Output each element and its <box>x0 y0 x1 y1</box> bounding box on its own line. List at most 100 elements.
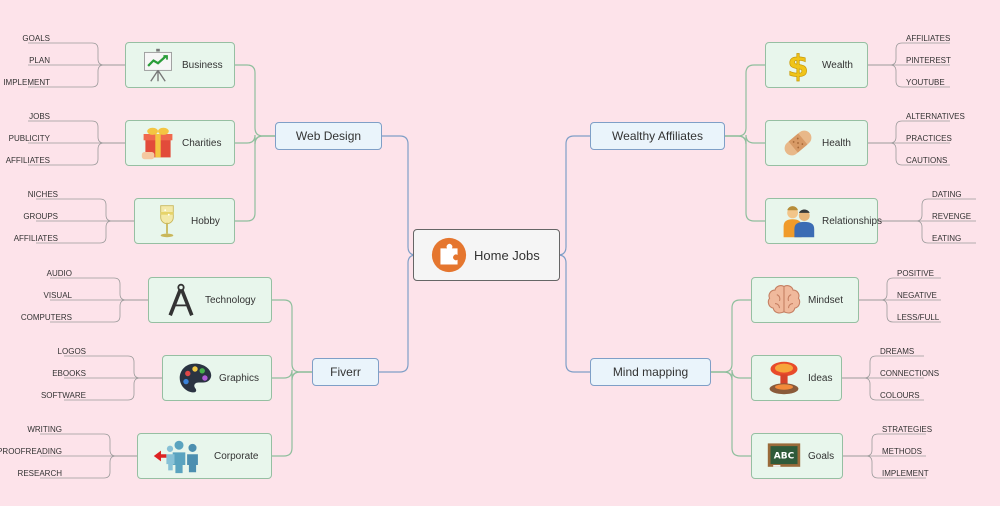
branch-connector-mind-mapping <box>557 254 590 373</box>
branch-node-web-design[interactable]: Web Design <box>275 122 382 150</box>
branch-connector-wealthy-affiliates <box>557 135 590 256</box>
leaf-connector <box>843 455 926 479</box>
central-topic-label: Home Jobs <box>474 247 540 263</box>
leaf-label: METHODS <box>882 447 922 456</box>
leaf-connector <box>868 142 950 166</box>
subtopic-node-goals[interactable]: ABC Goals <box>751 433 843 479</box>
leaf-label: YOUTUBE <box>906 78 945 87</box>
bandage-icon <box>780 125 816 161</box>
leaf-label: PUBLICITY <box>8 134 50 143</box>
leaf-label: VISUAL <box>43 291 72 300</box>
subtopic-label: Business <box>182 59 223 71</box>
child-connector-goals <box>711 371 751 457</box>
leaf-label: PINTEREST <box>906 56 951 65</box>
team-arrow-icon <box>150 438 208 474</box>
subtopic-node-mindset[interactable]: Mindset <box>751 277 859 323</box>
leaf-label: AFFILIATES <box>5 156 50 165</box>
chalkboard-abc-icon: ABC <box>766 438 802 474</box>
child-connector-mindset <box>711 299 751 373</box>
leaf-label: JOBS <box>29 112 50 121</box>
branch-label: Mind mapping <box>612 365 689 379</box>
dollar-sign-icon: $ <box>780 47 816 85</box>
branch-node-mind-mapping[interactable]: Mind mapping <box>590 358 711 386</box>
subtopic-node-technology[interactable]: Technology <box>148 277 272 323</box>
leaf-connector <box>64 377 162 401</box>
compass-icon <box>163 282 199 318</box>
leaf-connector <box>859 299 941 323</box>
central-topic-node[interactable]: Home Jobs <box>413 229 560 281</box>
leaf-connector <box>40 455 137 479</box>
leaf-label: DATING <box>932 190 962 199</box>
subtopic-node-graphics[interactable]: Graphics <box>162 355 272 401</box>
leaf-label: ALTERNATIVES <box>906 112 965 121</box>
branch-connector-web-design <box>382 135 417 256</box>
subtopic-label: Health <box>822 137 851 149</box>
paint-palette-icon <box>177 360 213 396</box>
subtopic-node-corporate[interactable]: Corporate <box>137 433 272 479</box>
leaf-label: LESS/FULL <box>897 313 940 322</box>
subtopic-label: Charities <box>182 137 222 149</box>
presentation-chart-icon <box>140 47 176 83</box>
subtopic-label: Relationships <box>822 215 883 227</box>
leaf-label: CAUTIONS <box>906 156 948 165</box>
subtopic-label: Mindset <box>808 294 844 306</box>
branch-label: Wealthy Affiliates <box>612 129 703 143</box>
subtopic-node-business[interactable]: Business <box>125 42 235 88</box>
subtopic-label: Corporate <box>214 450 259 462</box>
leaf-label: DREAMS <box>880 347 915 356</box>
leaf-label: GROUPS <box>23 212 58 221</box>
gift-icon <box>140 125 176 161</box>
subtopic-label: Wealth <box>822 59 853 71</box>
leaf-label: CONNECTIONS <box>880 369 940 378</box>
subtopic-label: Technology <box>205 294 256 306</box>
branch-connector-fiverr <box>379 254 417 373</box>
svg-text:ABC: ABC <box>774 452 795 462</box>
leaf-connector <box>28 64 125 88</box>
subtopic-label: Graphics <box>219 372 260 384</box>
subtopic-node-wealth[interactable]: $ Wealth <box>765 42 868 88</box>
leaf-label: IMPLEMENT <box>3 78 50 87</box>
leaf-connector <box>28 142 125 166</box>
leaf-label: NEGATIVE <box>897 291 937 300</box>
leaf-label: COLOURS <box>880 391 920 400</box>
leaf-label: COMPUTERS <box>20 313 72 322</box>
branch-node-fiverr[interactable]: Fiverr <box>312 358 379 386</box>
leaf-label: LOGOS <box>57 347 86 356</box>
brain-icon <box>766 282 802 318</box>
leaf-label: PROOFREADING <box>0 447 62 456</box>
leaf-connector <box>50 299 148 323</box>
subtopic-node-relationships[interactable]: Relationships <box>765 198 882 244</box>
leaf-label: EBOOKS <box>52 369 86 378</box>
child-connector-relationships <box>725 135 765 222</box>
svg-text:$: $ <box>787 50 808 83</box>
leaf-label: PLAN <box>29 56 50 65</box>
leaf-label: WRITING <box>27 425 62 434</box>
subtopic-node-ideas[interactable]: Ideas <box>751 355 842 401</box>
child-connector-business <box>235 64 275 137</box>
child-connector-wealth <box>725 64 765 137</box>
leaf-label: NICHES <box>27 190 58 199</box>
child-connector-corporate <box>272 371 312 457</box>
leaf-connector <box>878 220 976 244</box>
subtopic-label: Goals <box>808 450 835 462</box>
leaf-label: IMPLEMENT <box>882 469 929 478</box>
subtopic-label: Hobby <box>191 215 220 227</box>
leaf-label: AFFILIATES <box>906 34 951 43</box>
subtopic-node-health[interactable]: Health <box>765 120 868 166</box>
subtopic-node-charities[interactable]: Charities <box>125 120 235 166</box>
leaf-connector <box>868 64 950 88</box>
couple-icon <box>780 203 816 239</box>
leaf-label: POSITIVE <box>897 269 934 278</box>
leaf-label: STRATEGIES <box>882 425 933 434</box>
branch-node-wealthy-affiliates[interactable]: Wealthy Affiliates <box>590 122 725 150</box>
leaf-label: PRACTICES <box>906 134 952 143</box>
leaf-label: RESEARCH <box>17 469 62 478</box>
subtopic-node-hobby[interactable]: Hobby <box>134 198 235 244</box>
puzzle-piece-icon <box>430 236 468 274</box>
branch-label: Web Design <box>295 129 362 143</box>
child-connector-hobby <box>235 135 275 222</box>
child-connector-technology <box>272 299 312 373</box>
branch-label: Fiverr <box>330 365 361 379</box>
